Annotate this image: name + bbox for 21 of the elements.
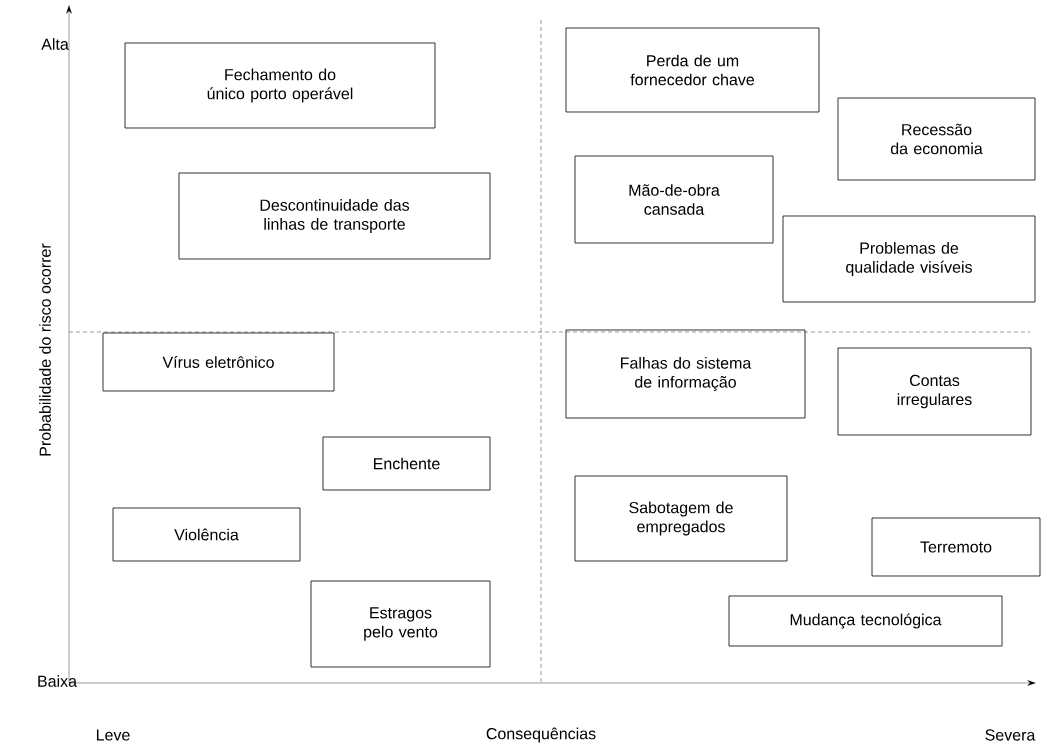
- risk-box: Problemas de qualidade visíveis: [782, 215, 1036, 303]
- axis-title: Probabilidade do risco ocorrer: [39, 243, 51, 456]
- risk-box: Enchente: [322, 436, 491, 491]
- risk-box: Terremoto: [871, 517, 1041, 577]
- risk-box: Fechamento do único porto operável: [124, 42, 436, 129]
- axis-label: Baixa: [38, 675, 77, 687]
- risk-box: Estragos pelo vento: [310, 580, 491, 668]
- risk-box: Descontinuidade das linhas de transporte: [178, 172, 491, 260]
- axis-label: Alta: [41, 38, 69, 50]
- risk-box: Mudança tecnológica: [728, 595, 1003, 647]
- risk-box: Violência: [112, 507, 301, 562]
- risk-box: Perda de um fornecedor chave: [565, 27, 820, 113]
- risk-box: Recessão da economia: [837, 97, 1036, 181]
- risk-box: Contas irregulares: [837, 347, 1032, 436]
- axis-label: Leve: [97, 729, 130, 741]
- risk-box: Sabotagem de empregados: [574, 475, 788, 562]
- axis-label: Severa: [985, 729, 1036, 741]
- risk-box: Vírus eletrônico: [102, 332, 335, 392]
- risk-box: Mão-de-obra cansada: [574, 155, 774, 244]
- risk-box: Falhas do sistema de informação: [565, 329, 806, 419]
- axis-label: Consequências: [486, 727, 596, 743]
